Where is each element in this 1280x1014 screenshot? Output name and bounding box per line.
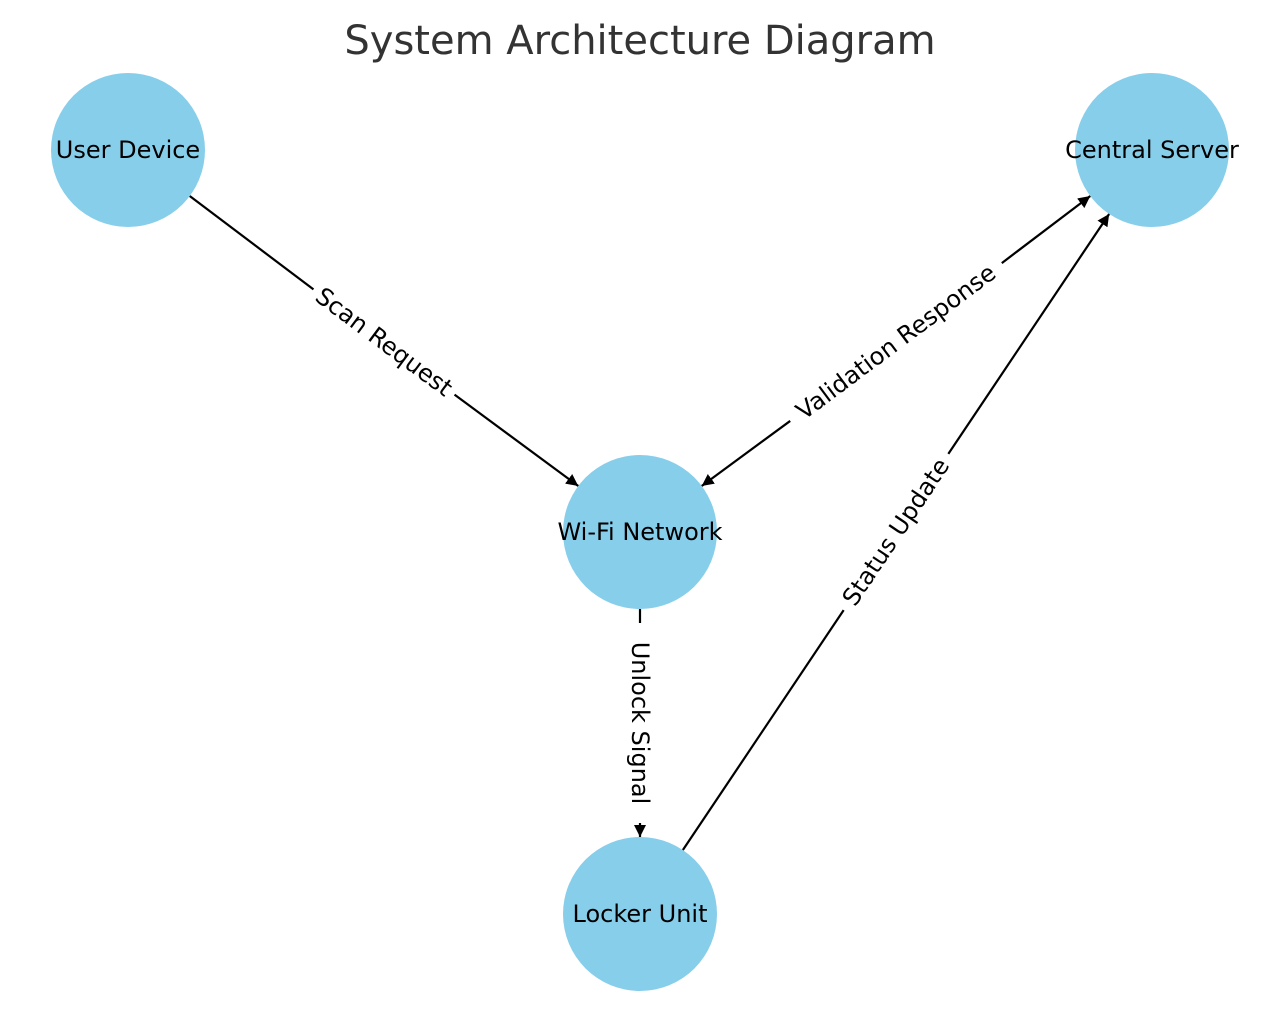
edge-validation-response-segment-end <box>701 420 791 487</box>
edge-label-status-update: Status Update <box>837 453 955 611</box>
node-wifi-network: Wi-Fi Network <box>557 455 723 609</box>
edge-label-scan-request: Scan Request <box>310 282 458 402</box>
edge-label-validation-response: Validation Response <box>791 259 1001 426</box>
node-central-server-label: Central Server <box>1065 136 1239 164</box>
node-user-device-label: User Device <box>56 136 200 164</box>
edge-scan-request-segment-end <box>453 393 579 487</box>
node-user-device: User Device <box>51 73 205 227</box>
node-central-server-circle <box>1075 73 1229 227</box>
edges-layer <box>189 195 1111 851</box>
node-wifi-network-label: Wi-Fi Network <box>557 518 722 546</box>
edge-scan-request-segment-start <box>189 195 315 291</box>
edge-validation-response-segment-start <box>1001 195 1091 264</box>
edge-status-update-segment-start <box>681 609 845 851</box>
edge-status-update-segment-end <box>947 213 1111 455</box>
node-user-device-circle <box>51 73 205 227</box>
node-locker-unit-label: Locker Unit <box>573 900 708 928</box>
diagram-title: System Architecture Diagram <box>344 18 935 64</box>
edge-label-unlock-signal: Unlock Signal <box>626 642 654 805</box>
node-locker-unit: Locker Unit <box>563 837 717 991</box>
node-central-server: Central Server <box>1065 73 1239 227</box>
node-locker-unit-circle <box>563 837 717 991</box>
node-wifi-network-circle <box>563 455 717 609</box>
